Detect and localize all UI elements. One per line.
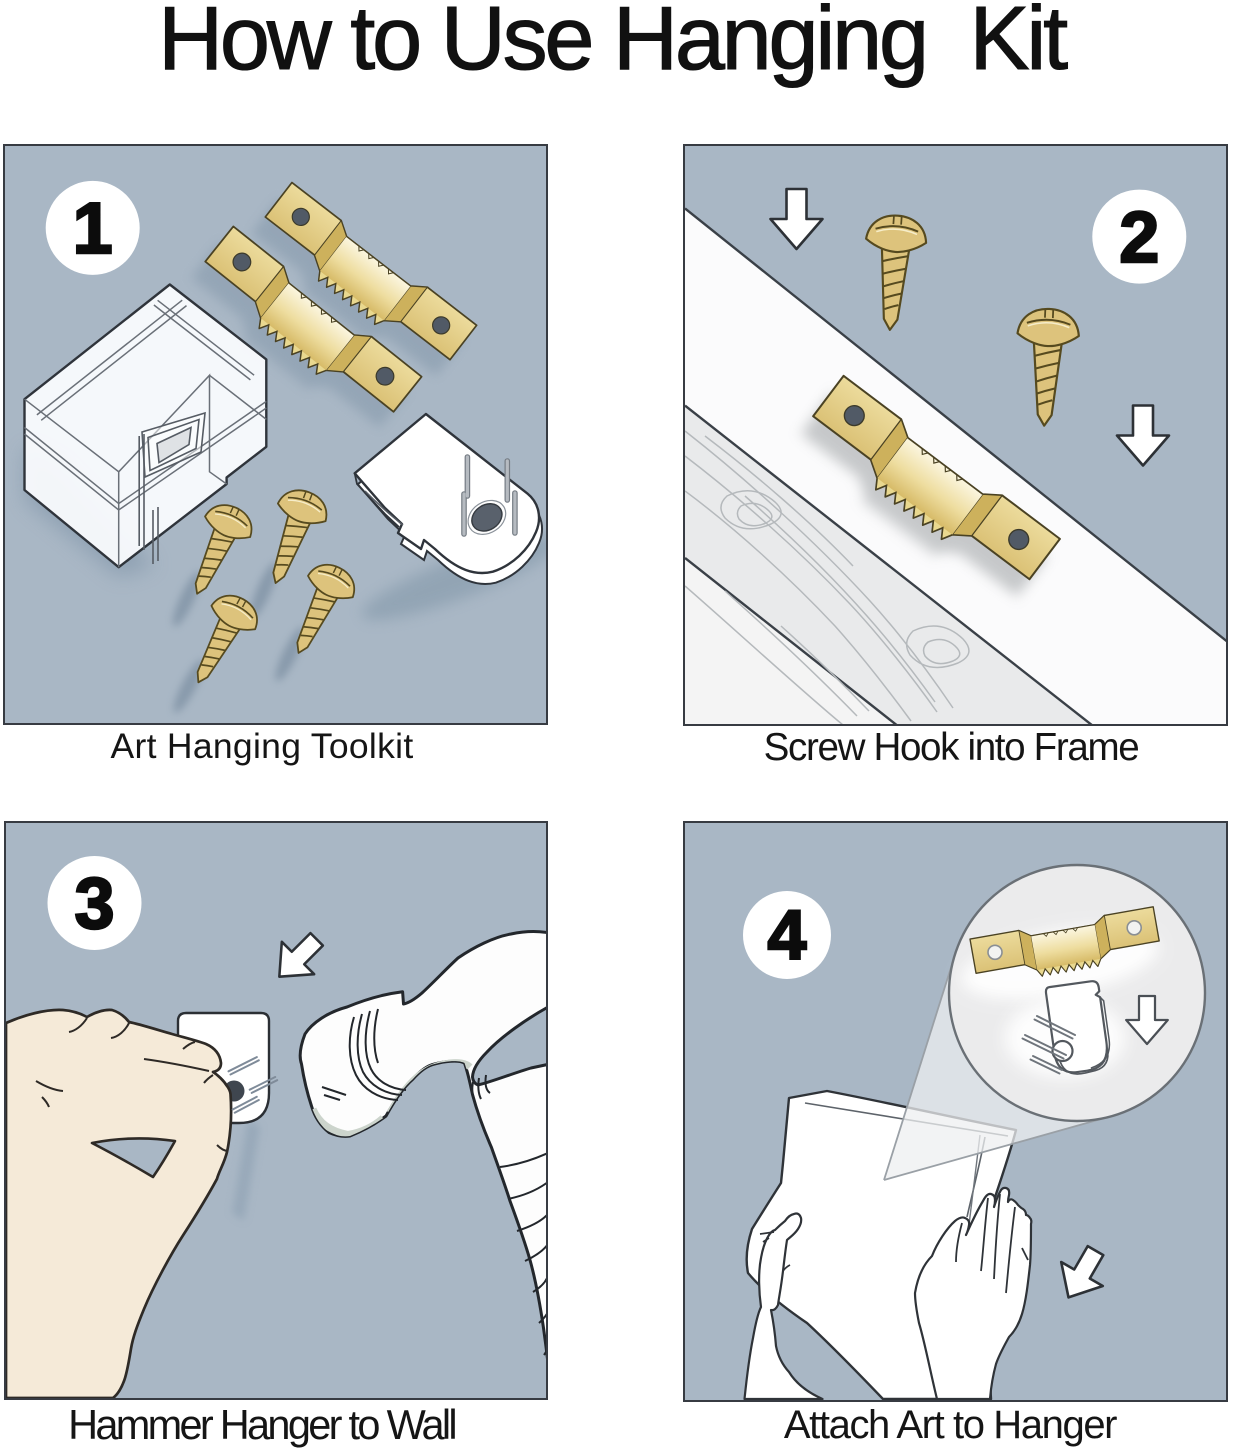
- svg-text:3: 3: [74, 864, 114, 944]
- svg-text:4: 4: [768, 896, 807, 974]
- svg-text:1: 1: [73, 189, 113, 269]
- svg-text:2: 2: [1119, 198, 1159, 278]
